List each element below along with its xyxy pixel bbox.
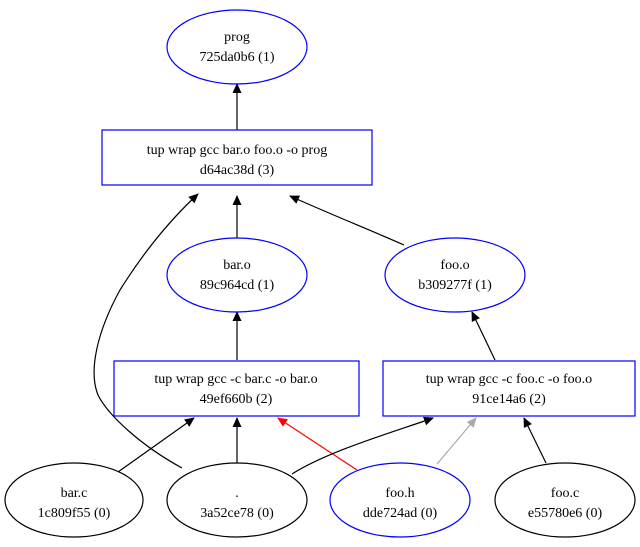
edges <box>93 83 547 475</box>
node-foo-c-shape <box>494 462 636 538</box>
node-cmd-foo-command: tup wrap gcc -c foo.c -o foo.o <box>426 372 592 387</box>
node-bar-o-name: bar.o <box>223 258 251 273</box>
edge-bar-c-to-cmd-bar <box>117 417 195 473</box>
node-cmd-prog-hash: d64ac38d (3) <box>200 163 275 178</box>
node-foo-o-name: foo.o <box>440 258 469 273</box>
node-foo-c-name: foo.c <box>551 486 579 501</box>
node-dot: . 3a52ce78 (0) <box>166 462 308 538</box>
node-cmd-bar-command: tup wrap gcc -c bar.c -o bar.o <box>154 372 317 387</box>
node-prog-shape <box>166 9 308 85</box>
node-foo-c-hash: e55780e6 (0) <box>528 506 603 521</box>
node-bar-o: bar.o 89c964cd (1) <box>166 237 308 313</box>
node-bar-o-hash: 89c964cd (1) <box>200 278 275 293</box>
edge-dot-to-cmd-prog <box>93 193 199 469</box>
node-bar-c: bar.c 1c809f55 (0) <box>4 462 144 538</box>
edge-cmd-foo-to-foo-o <box>471 311 496 361</box>
node-dot-name: . <box>235 486 239 501</box>
node-cmd-foo-shape <box>382 360 636 417</box>
node-cmd-prog-command: tup wrap gcc bar.o foo.o -o prog <box>147 143 327 158</box>
node-prog-hash: 725da0b6 (1) <box>199 50 274 65</box>
node-bar-c-hash: 1c809f55 (0) <box>38 506 111 521</box>
node-foo-c: foo.c e55780e6 (0) <box>494 462 636 538</box>
node-foo-h-shape <box>329 462 471 538</box>
node-cmd-foo-hash: 91ce14a6 (2) <box>472 392 546 407</box>
edge-foo-o-to-cmd-prog <box>289 195 405 246</box>
node-foo-o: foo.o b309277f (1) <box>384 237 526 313</box>
node-prog-name: prog <box>224 30 250 45</box>
node-foo-h: foo.h dde724ad (0) <box>329 462 471 538</box>
node-foo-h-hash: dde724ad (0) <box>363 506 438 521</box>
node-cmd-bar: tup wrap gcc -c bar.c -o bar.o 49ef660b … <box>113 360 360 417</box>
node-foo-o-shape <box>384 237 526 313</box>
node-cmd-foo: tup wrap gcc -c foo.c -o foo.o 91ce14a6 … <box>382 360 636 417</box>
edge-foo-h-to-cmd-bar <box>277 417 358 471</box>
edge-foo-c-to-cmd-foo <box>523 417 547 464</box>
node-bar-c-name: bar.c <box>61 486 88 501</box>
node-dot-shape <box>166 462 308 538</box>
node-cmd-bar-shape <box>113 360 360 417</box>
node-foo-h-name: foo.h <box>385 486 414 501</box>
edge-foo-h-to-cmd-foo <box>436 417 477 465</box>
node-bar-c-shape <box>4 462 144 538</box>
node-bar-o-shape <box>166 237 308 313</box>
node-prog: prog 725da0b6 (1) <box>166 9 308 85</box>
node-foo-o-hash: b309277f (1) <box>418 278 492 293</box>
edge-dot-to-cmd-foo <box>291 416 434 475</box>
node-cmd-prog-shape <box>101 129 373 186</box>
node-dot-hash: 3a52ce78 (0) <box>200 506 274 521</box>
node-cmd-prog: tup wrap gcc bar.o foo.o -o prog d64ac38… <box>101 129 373 186</box>
node-cmd-bar-hash: 49ef660b (2) <box>200 392 273 407</box>
